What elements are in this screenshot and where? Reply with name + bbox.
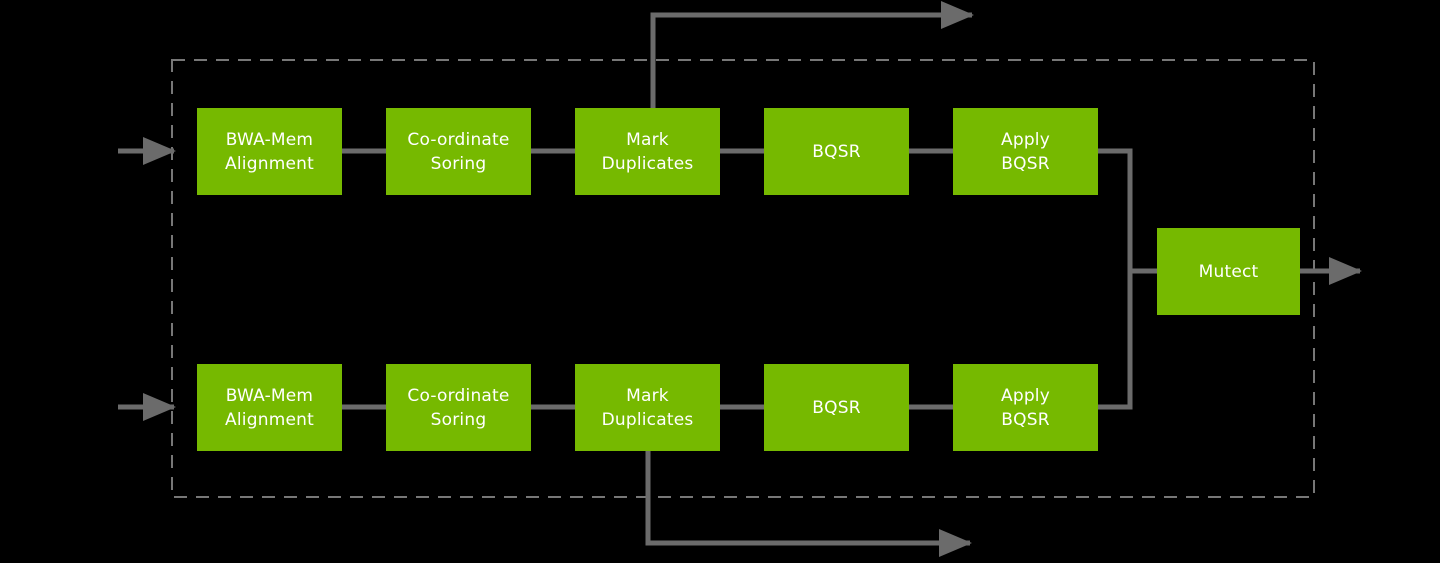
node-label: Mark Duplicates	[601, 129, 694, 174]
node-label: BQSR	[812, 141, 861, 162]
node-label: Co-ordinate Soring	[407, 385, 510, 430]
node-apply-bqsr-top[interactable]: Apply BQSR	[953, 108, 1098, 195]
node-apply-bqsr-bottom[interactable]: Apply BQSR	[953, 364, 1098, 451]
branch-out-top	[650, 0, 975, 110]
node-label: Mutect	[1198, 261, 1259, 282]
node-label: BWA-Mem Alignment	[225, 129, 314, 174]
node-bqsr-top[interactable]: BQSR	[764, 108, 909, 195]
node-label: Co-ordinate Soring	[407, 129, 510, 174]
node-bwa-mem-alignment-top[interactable]: BWA-Mem Alignment	[197, 108, 342, 195]
node-label: Mark Duplicates	[601, 385, 694, 430]
branch-out-bottom	[645, 449, 973, 557]
node-bwa-mem-alignment-bottom[interactable]: BWA-Mem Alignment	[197, 364, 342, 451]
merge-bus	[1096, 148, 1133, 410]
node-mark-duplicates-top[interactable]: Mark Duplicates	[575, 108, 720, 195]
node-bqsr-bottom[interactable]: BQSR	[764, 364, 909, 451]
node-label: BQSR	[812, 397, 861, 418]
node-co-ordinate-soring-bottom[interactable]: Co-ordinate Soring	[386, 364, 531, 451]
node-co-ordinate-soring-top[interactable]: Co-ordinate Soring	[386, 108, 531, 195]
node-label: Apply BQSR	[1001, 385, 1050, 430]
node-mutect[interactable]: Mutect	[1157, 228, 1300, 315]
pipeline-boundary	[171, 59, 1315, 498]
node-label: Apply BQSR	[1001, 129, 1050, 174]
node-label: BWA-Mem Alignment	[225, 385, 314, 430]
node-mark-duplicates-bottom[interactable]: Mark Duplicates	[575, 364, 720, 451]
